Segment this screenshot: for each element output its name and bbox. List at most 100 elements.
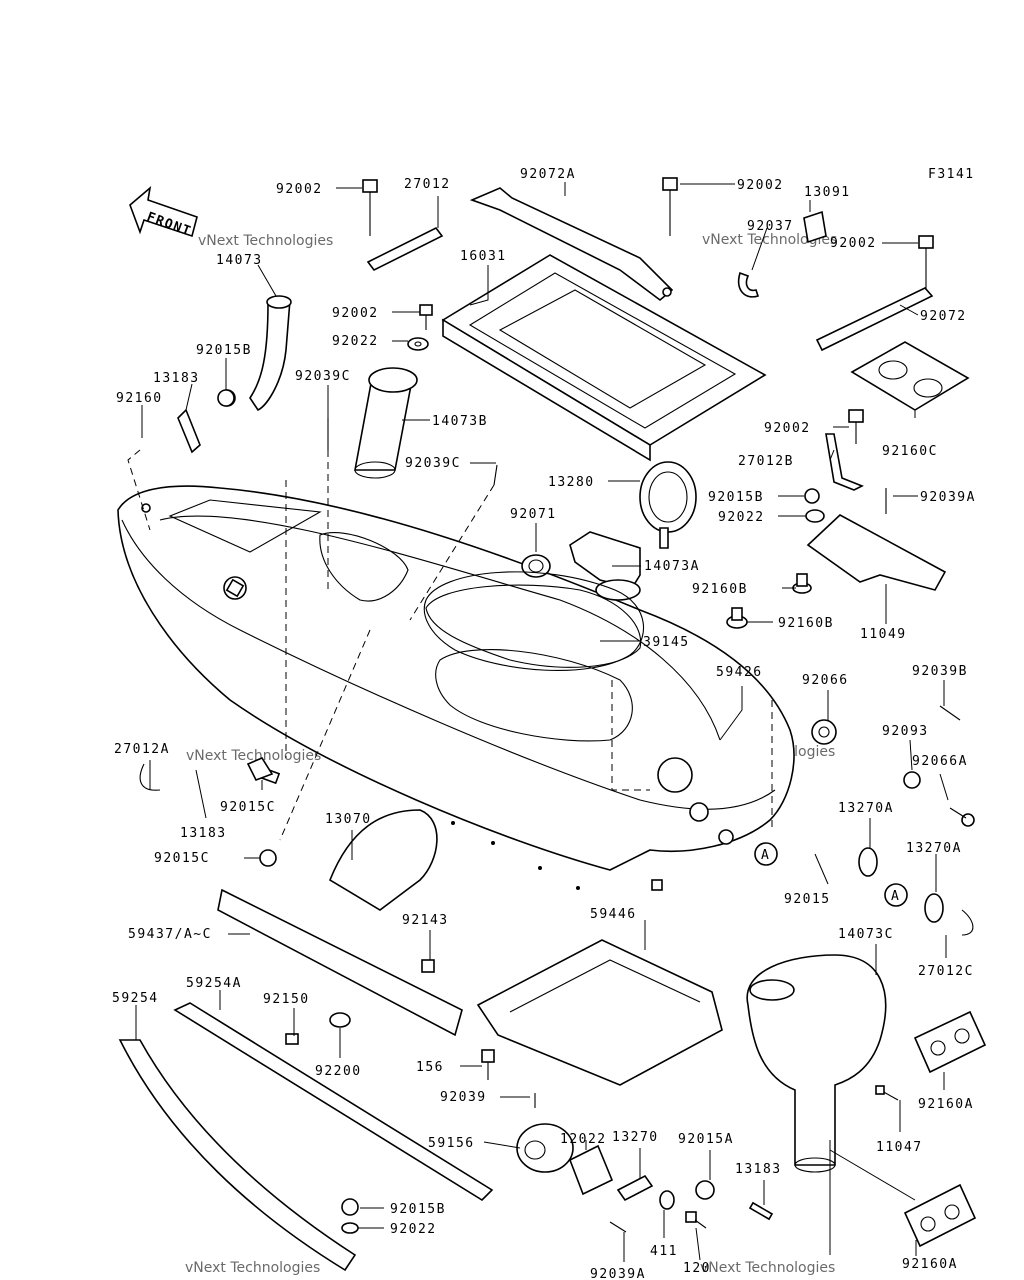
part-label-92002: 92002	[332, 306, 379, 321]
storage-tray-drawing	[441, 254, 767, 462]
clamp-icon	[738, 271, 760, 298]
bolt-icon	[685, 1211, 707, 1229]
part-label-59446: 59446	[590, 907, 637, 922]
part-label-92002: 92002	[276, 182, 323, 197]
nut-icon	[341, 1198, 359, 1216]
washer-icon	[341, 1222, 359, 1234]
part-label-92072a: 92072A	[520, 167, 576, 182]
bracket-icon	[825, 433, 864, 491]
callout-A-label: A	[891, 889, 900, 904]
pin-icon	[609, 1221, 627, 1233]
part-label-92039a: 92039A	[920, 490, 976, 505]
part-label-92071: 92071	[510, 507, 557, 522]
strap-92072-drawing	[815, 287, 934, 352]
part-label-92160b: 92160B	[778, 616, 834, 631]
bolt-icon	[662, 177, 678, 236]
part-label-92160a: 92160A	[902, 1257, 958, 1272]
part-label-27012a: 27012A	[114, 742, 170, 757]
part-label-92200: 92200	[315, 1064, 362, 1079]
clamp-icon	[139, 763, 161, 791]
washer-icon	[903, 771, 921, 789]
part-label-39145: 39145	[643, 635, 690, 650]
fasteners	[139, 177, 975, 1234]
part-label-13270a: 13270A	[838, 801, 894, 816]
bolt-icon	[848, 409, 864, 444]
part-label-92022: 92022	[332, 334, 379, 349]
bolt-icon	[285, 1033, 299, 1045]
pad-icon	[858, 847, 878, 877]
clamp-icon	[961, 909, 974, 936]
watermark-text: vNext Technologies	[198, 233, 333, 249]
bracket-11049-drawing	[806, 514, 947, 591]
bolt-icon	[918, 235, 934, 290]
part-label-92015a: 92015A	[678, 1132, 734, 1147]
part-label-14073: 14073	[216, 253, 263, 268]
bolt-icon	[362, 179, 378, 236]
washer-icon	[659, 1190, 675, 1210]
part-label-92039: 92039	[440, 1090, 487, 1105]
leader-lines	[135, 182, 949, 1262]
shield-13070-drawing	[329, 809, 438, 911]
watermark-text: vNext Technologies	[186, 748, 321, 764]
part-label-13183: 13183	[180, 826, 227, 841]
plate-icon	[748, 1201, 774, 1221]
part-label-13280: 13280	[548, 475, 595, 490]
clamp-icon	[803, 210, 827, 244]
part-label-27012c: 27012C	[918, 964, 974, 979]
part-label-411: 411	[650, 1244, 678, 1259]
bolt-icon	[481, 1049, 495, 1080]
strip-59254-drawing	[118, 1039, 357, 1272]
nut-icon	[695, 1180, 715, 1200]
part-label-13070: 13070	[325, 812, 372, 827]
watermark-text: vNext Technologies	[185, 1260, 320, 1276]
part-label-27012b: 27012B	[738, 454, 794, 469]
callout-A-left: A	[754, 842, 778, 866]
part-label-92002: 92002	[737, 178, 784, 193]
strip-59254A-drawing	[173, 1002, 494, 1202]
grommet-92071-drawing	[521, 554, 551, 578]
part-label-14073b: 14073B	[432, 414, 488, 429]
watermark-text: vNext Technologies	[700, 1260, 835, 1276]
callout-A-right: A	[884, 883, 908, 907]
part-label-59437-a-c: 59437/A~C	[128, 927, 212, 942]
intake-tube-14073-drawing	[249, 295, 292, 412]
part-label-92066: 92066	[802, 673, 849, 688]
part-label-92015: 92015	[784, 892, 831, 907]
callout-A-label: A	[761, 848, 770, 863]
muffler-14073C-drawing	[746, 954, 887, 1173]
part-label-92022: 92022	[390, 1222, 437, 1237]
bolt-icon	[875, 1085, 899, 1101]
ring-13280-drawing	[639, 461, 697, 549]
part-label-92150: 92150	[263, 992, 310, 1007]
part-label-92022: 92022	[718, 510, 765, 525]
part-label-13270a: 13270A	[906, 841, 962, 856]
strap-27012-drawing	[366, 226, 444, 272]
duct-14073A-drawing	[569, 531, 641, 601]
front-arrow-icon: FRONT	[129, 185, 198, 240]
part-label-92039c: 92039C	[405, 456, 461, 471]
grommet-icon	[811, 719, 837, 745]
bolt-icon	[421, 959, 435, 973]
part-label-92039a: 92039A	[590, 1267, 646, 1280]
nut-icon	[804, 488, 820, 504]
part-label-92093: 92093	[882, 724, 929, 739]
part-label-59426: 59426	[716, 665, 763, 680]
part-label-92072: 92072	[920, 309, 967, 324]
part-label-59254: 59254	[112, 991, 159, 1006]
part-label-156: 156	[416, 1060, 444, 1075]
washer-icon	[407, 337, 429, 351]
part-label-92002: 92002	[830, 236, 877, 251]
part-label-92015b: 92015B	[196, 343, 252, 358]
part-label-92039b: 92039B	[912, 664, 968, 679]
gasket-39145-drawing	[423, 571, 644, 672]
bolt-icon	[419, 304, 433, 330]
part-label-12022: 12022	[560, 1132, 607, 1147]
part-label-120: 120	[683, 1261, 711, 1276]
bolt-icon	[949, 807, 975, 827]
nut-icon	[217, 389, 235, 407]
gasket-92160A-upper-drawing	[913, 1010, 987, 1074]
part-label-92160c: 92160C	[882, 444, 938, 459]
part-labels: 92002 27012 92072A 92002 13091 92037 920…	[112, 167, 976, 1280]
part-label-11049: 11049	[860, 627, 907, 642]
